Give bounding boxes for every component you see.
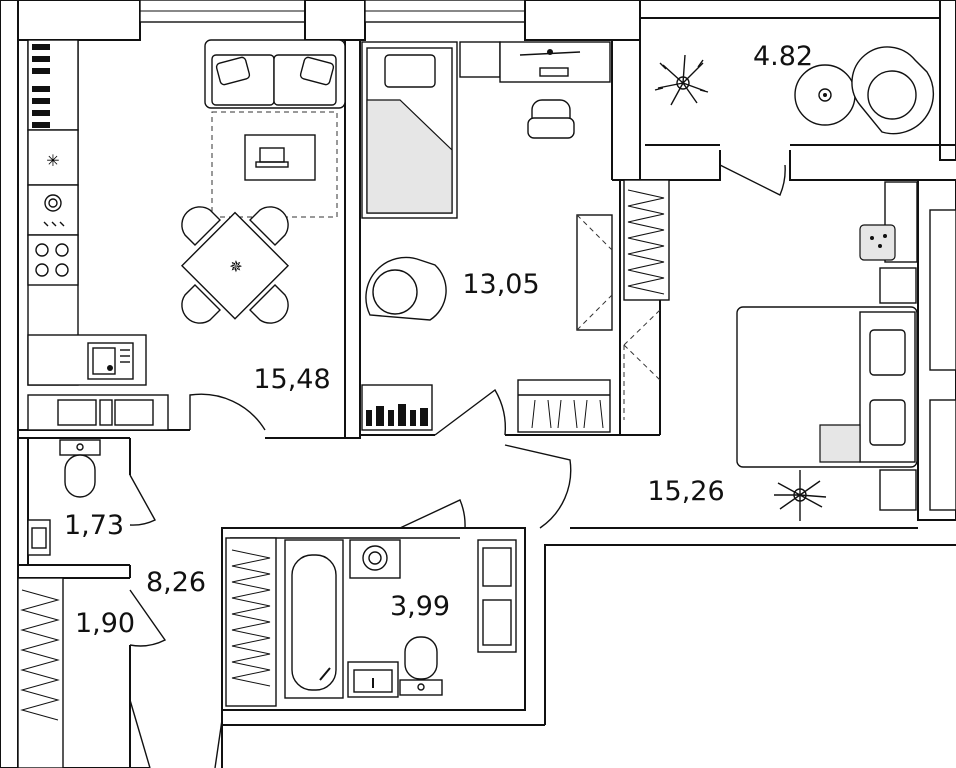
- bathtub: [284, 539, 344, 699]
- toilet: [399, 636, 443, 696]
- wardrobe-small: [576, 214, 613, 331]
- plant-icon: [774, 470, 827, 521]
- washbasin: [347, 661, 399, 698]
- wardrobe-bottom: [517, 379, 611, 433]
- shelving: [477, 539, 517, 653]
- stove-icon: [35, 243, 69, 277]
- area-label-kitchen-living: 15,48: [253, 364, 330, 395]
- armchair-small: [365, 256, 447, 321]
- single-bed: [361, 41, 458, 219]
- washing-machine: [349, 539, 401, 579]
- shelf-icon: [32, 44, 50, 128]
- sink-icon: [87, 342, 134, 380]
- fan-icon: ✳: [46, 151, 59, 170]
- kitchen-unit: ✳: [27, 39, 169, 431]
- toilet-wc: [27, 439, 101, 556]
- area-label-bathroom: 3,99: [390, 591, 450, 622]
- room-labels: 15,48 13,05 4.82 15,26 1,73 8,26 1,90 3,…: [64, 41, 813, 639]
- area-label-wc: 1,73: [64, 510, 124, 541]
- area-label-hall: 8,26: [146, 567, 206, 598]
- area-label-bedroom-main: 15,26: [647, 476, 724, 507]
- area-label-balcony: 4.82: [753, 41, 813, 72]
- laptop-icon: [255, 147, 289, 168]
- desk: [459, 41, 611, 139]
- double-bed: [736, 306, 918, 468]
- balcony-furniture: [654, 46, 934, 135]
- plant-icon: [654, 54, 709, 106]
- area-label-bedroom-small: 13,05: [462, 269, 539, 300]
- interior-walls: [18, 39, 918, 768]
- hall-wardrobe: [17, 577, 64, 768]
- bathroom-fixtures: [225, 537, 517, 707]
- area-label-closet: 1,90: [75, 608, 135, 639]
- sofa: [204, 39, 346, 109]
- bookshelf: [361, 384, 433, 431]
- doors: [129, 164, 786, 768]
- coffee-table: [244, 134, 316, 181]
- nightstands: [879, 267, 917, 511]
- closet-partition: [623, 179, 670, 420]
- tv-stand: [859, 181, 918, 263]
- armchair: [851, 46, 934, 135]
- dining-table: ✵: [180, 206, 290, 324]
- oven-icon: [43, 194, 65, 227]
- chair-icon: [527, 99, 575, 139]
- plant-icon: ✵: [229, 257, 242, 276]
